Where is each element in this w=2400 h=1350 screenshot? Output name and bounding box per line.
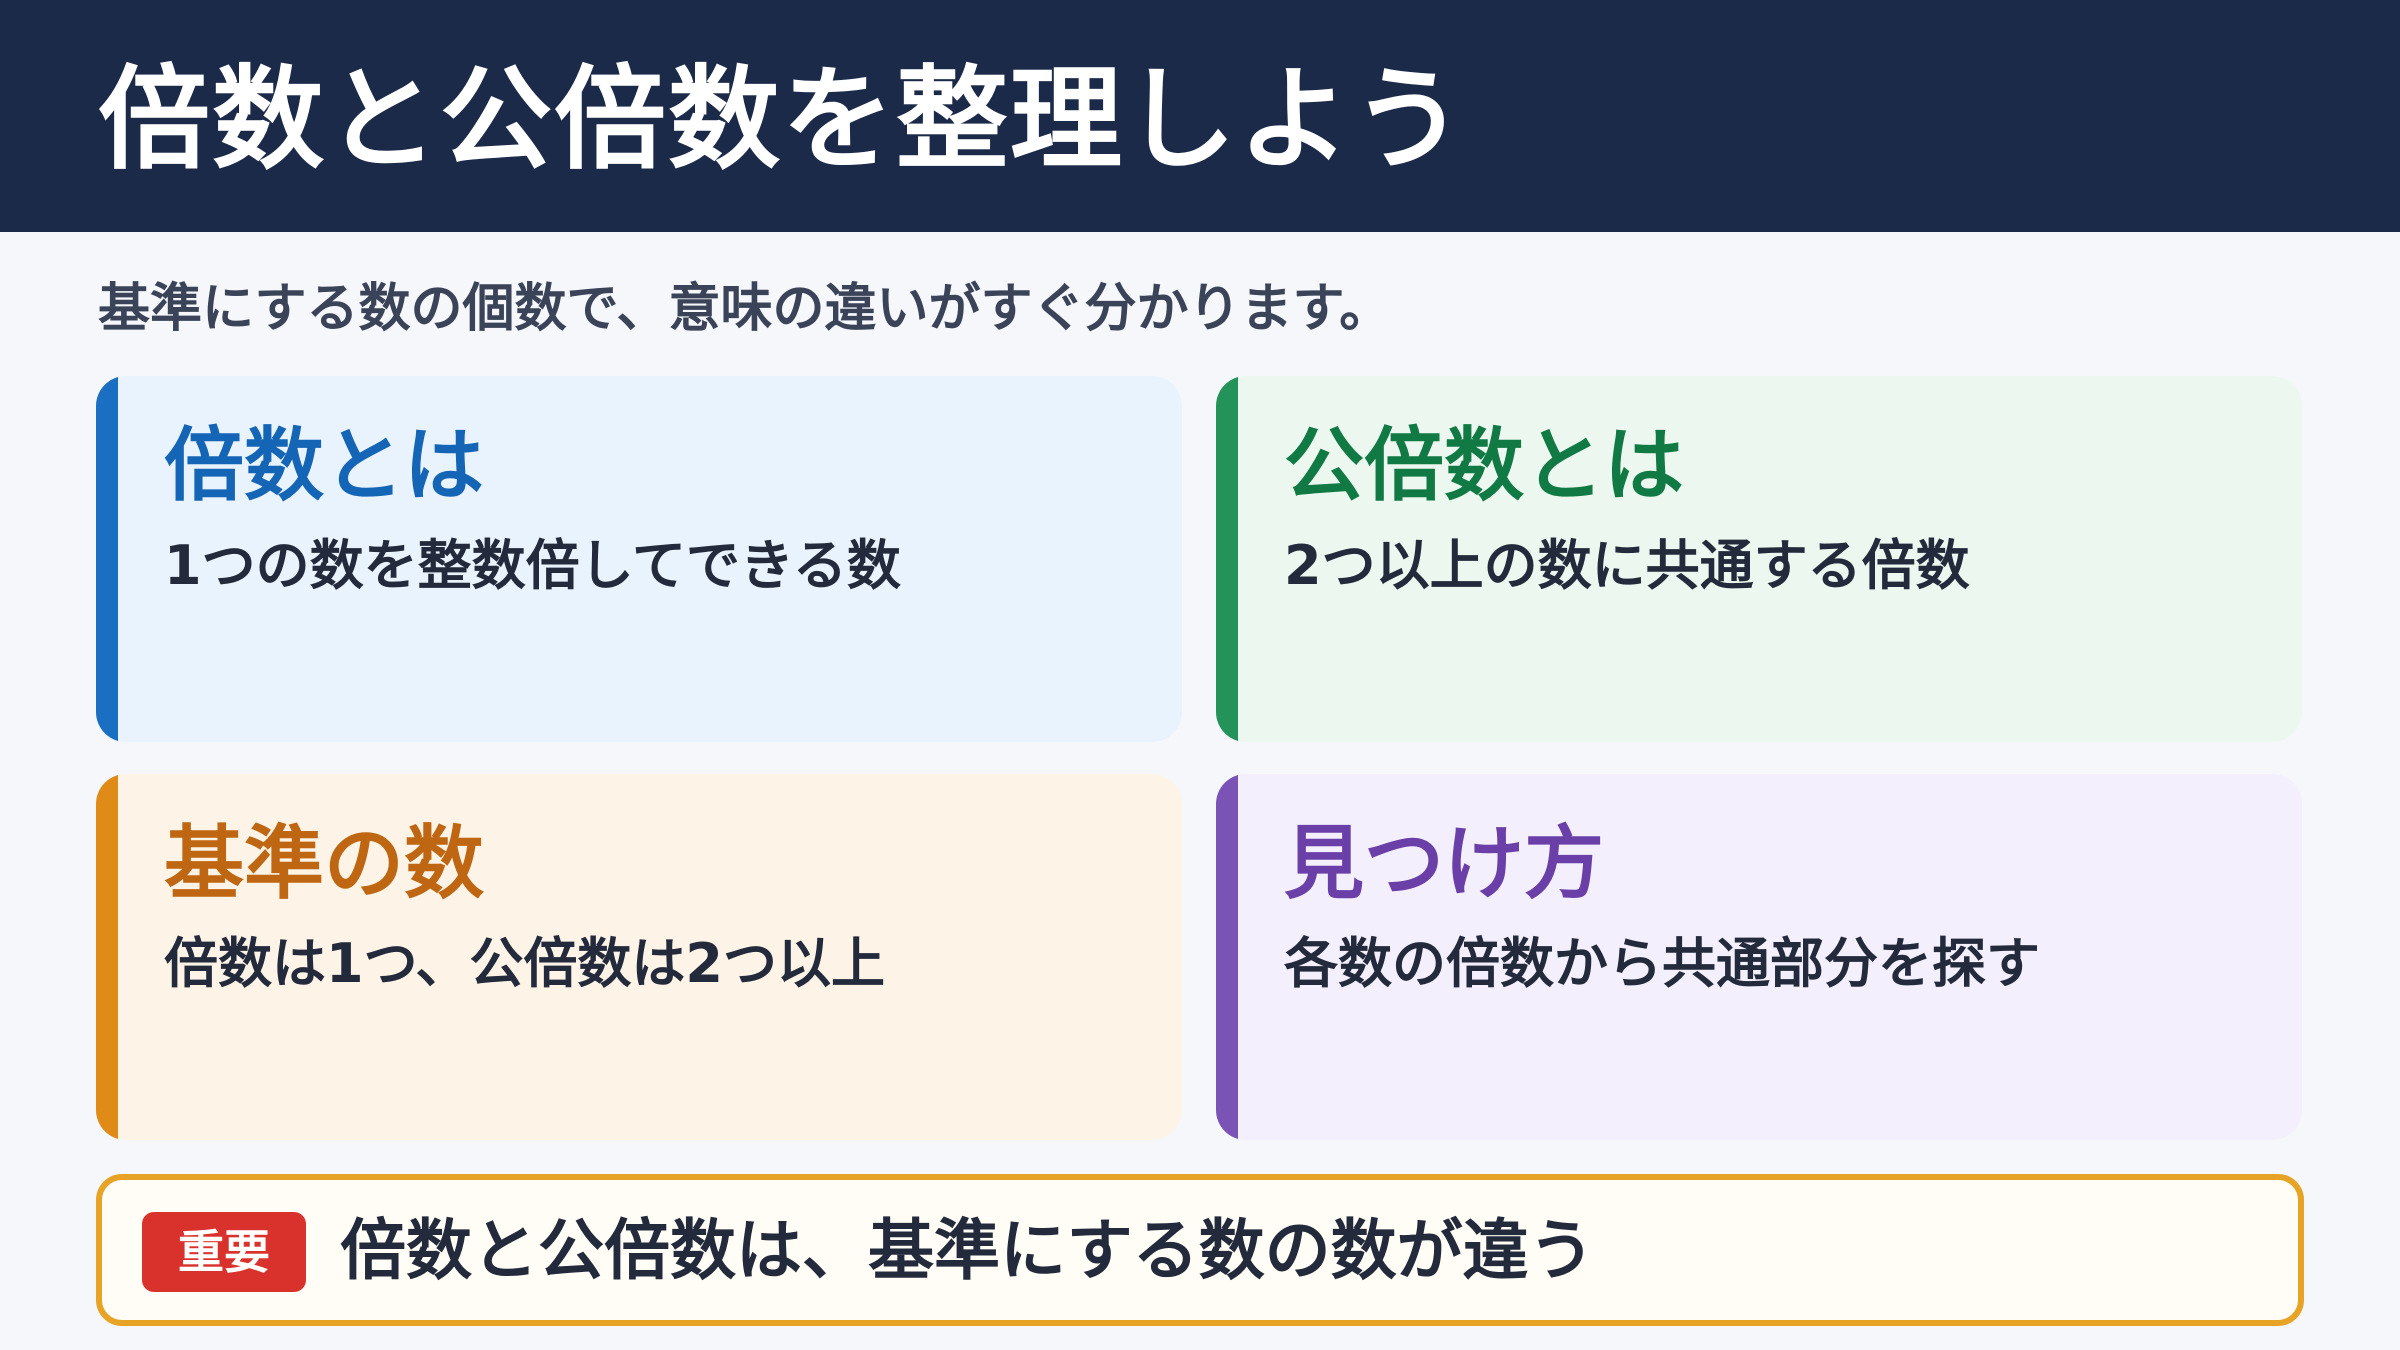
page-subtitle: 基準にする数の個数で、意味の違いがすぐ分かります。	[98, 279, 1392, 339]
card-text: 1つの数を整数倍してできる数	[164, 534, 901, 597]
card-multiple-definition: 倍数とは 1つの数を整数倍してできる数	[96, 376, 1182, 742]
card-text: 倍数は1つ、公倍数は2つ以上	[164, 932, 885, 995]
card-accent-bar	[96, 376, 118, 742]
card-accent-bar	[1216, 774, 1238, 1140]
card-title: 公倍数とは	[1284, 419, 1684, 512]
card-common-multiple-definition: 公倍数とは 2つ以上の数に共通する倍数	[1216, 376, 2302, 742]
card-accent-bar	[96, 774, 118, 1140]
card-text: 各数の倍数から共通部分を探す	[1284, 932, 2040, 995]
card-text: 2つ以上の数に共通する倍数	[1284, 534, 1970, 597]
important-badge: 重要	[142, 1212, 306, 1292]
page-title: 倍数と公倍数を整理しよう	[98, 55, 1466, 185]
card-title: 見つけ方	[1284, 817, 1604, 910]
callout-text: 倍数と公倍数は、基準にする数の数が違う	[340, 1212, 1595, 1289]
card-accent-bar	[1216, 376, 1238, 742]
card-title: 基準の数	[164, 817, 484, 910]
card-how-to-find: 見つけ方 各数の倍数から共通部分を探す	[1216, 774, 2302, 1140]
header-bar: 倍数と公倍数を整理しよう	[0, 0, 2400, 232]
important-callout: 重要 倍数と公倍数は、基準にする数の数が違う	[96, 1174, 2304, 1326]
card-base-numbers: 基準の数 倍数は1つ、公倍数は2つ以上	[96, 774, 1182, 1140]
card-title: 倍数とは	[164, 419, 484, 512]
